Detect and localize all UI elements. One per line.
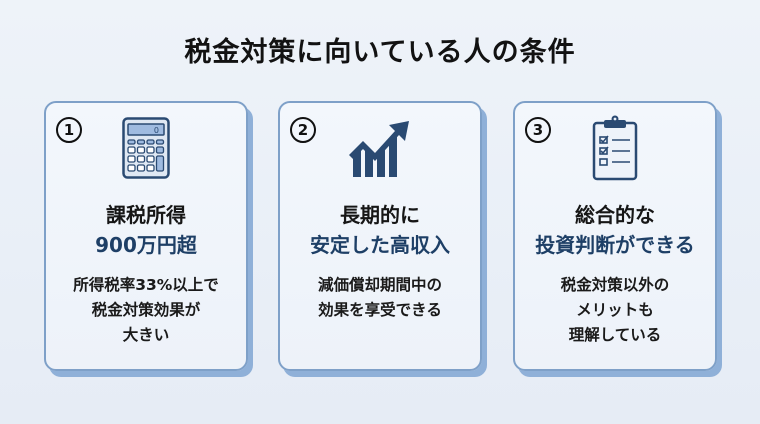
description-line: 大きい [122,326,170,344]
condition-card-1: 1 0 課税所得 900万円超 所得税率33%以上で 税金対策効果が 大きい [44,101,248,371]
chart-growth-icon [349,121,411,181]
page-title: 税金対策に向いている人の条件 [184,37,576,68]
description-line: 所得税率33%以上で [73,276,219,294]
description-line: 理解している [568,326,662,344]
description-line: メリットも [576,301,654,319]
calculator-icon: 0 [122,117,170,183]
card-description: 税金対策以外の メリットも 理解している [515,273,715,348]
description-line: 減価償却期間中の [317,276,442,294]
number-label: 3 [532,121,544,139]
card-highlight: 900万円超 [95,233,197,257]
number-badge: 2 [290,117,316,143]
card-heading: 総合的な [575,203,655,227]
card-highlight: 安定した高収入 [310,233,450,257]
svg-text:0: 0 [154,126,159,135]
card-highlight: 投資判断ができる [535,233,695,257]
card-description: 減価償却期間中の 効果を享受できる [280,273,480,323]
description-line: 税金対策以外の [560,276,670,294]
description-line: 効果を享受できる [318,301,442,319]
number-badge: 3 [525,117,551,143]
number-label: 2 [297,121,309,139]
description-line: 税金対策効果が [91,301,201,319]
card-heading: 長期的に [340,203,420,227]
number-label: 1 [63,121,75,139]
condition-card-2: 2 長期的に 安定した高収入 減価償却期間中の 効果を享受できる [278,101,482,371]
clipboard-checklist-icon [592,115,638,185]
condition-card-3: 3 総合的な 投資判断ができる 税金対策以外の メリットも 理解している [513,101,717,371]
number-badge: 1 [56,117,82,143]
card-description: 所得税率33%以上で 税金対策効果が 大きい [46,273,246,348]
card-heading: 課税所得 [106,203,186,227]
